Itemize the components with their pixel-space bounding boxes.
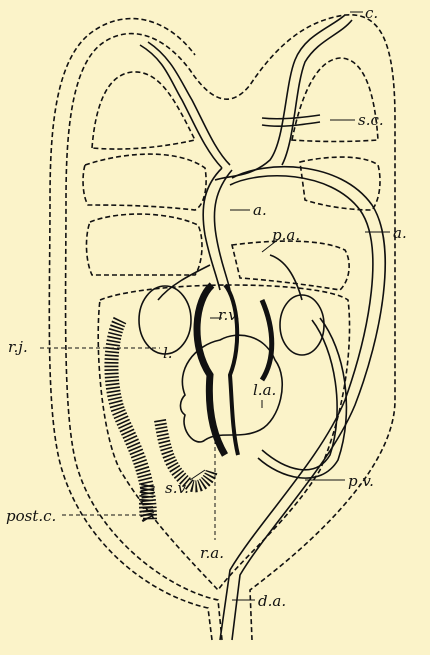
label-pv: p.v. (348, 472, 374, 490)
label-a-center: a. (253, 201, 267, 219)
label-la: l.a. (253, 381, 276, 399)
leader-lines (40, 12, 390, 600)
label-c: c. (365, 4, 378, 22)
label-sc: s.c. (358, 111, 384, 129)
label-da: d.a. (258, 592, 286, 610)
label-a-right: a. (393, 224, 407, 242)
label-postc: post.c. (6, 507, 56, 525)
label-ra: r.a. (200, 544, 224, 562)
label-rv: r.v. (218, 306, 240, 324)
label-sv: s.v. (165, 479, 189, 497)
label-pa: p.a. (272, 226, 300, 244)
label-l: l. (163, 344, 173, 362)
label-rj: r.j. (8, 338, 28, 356)
gill-compartments (83, 58, 380, 590)
